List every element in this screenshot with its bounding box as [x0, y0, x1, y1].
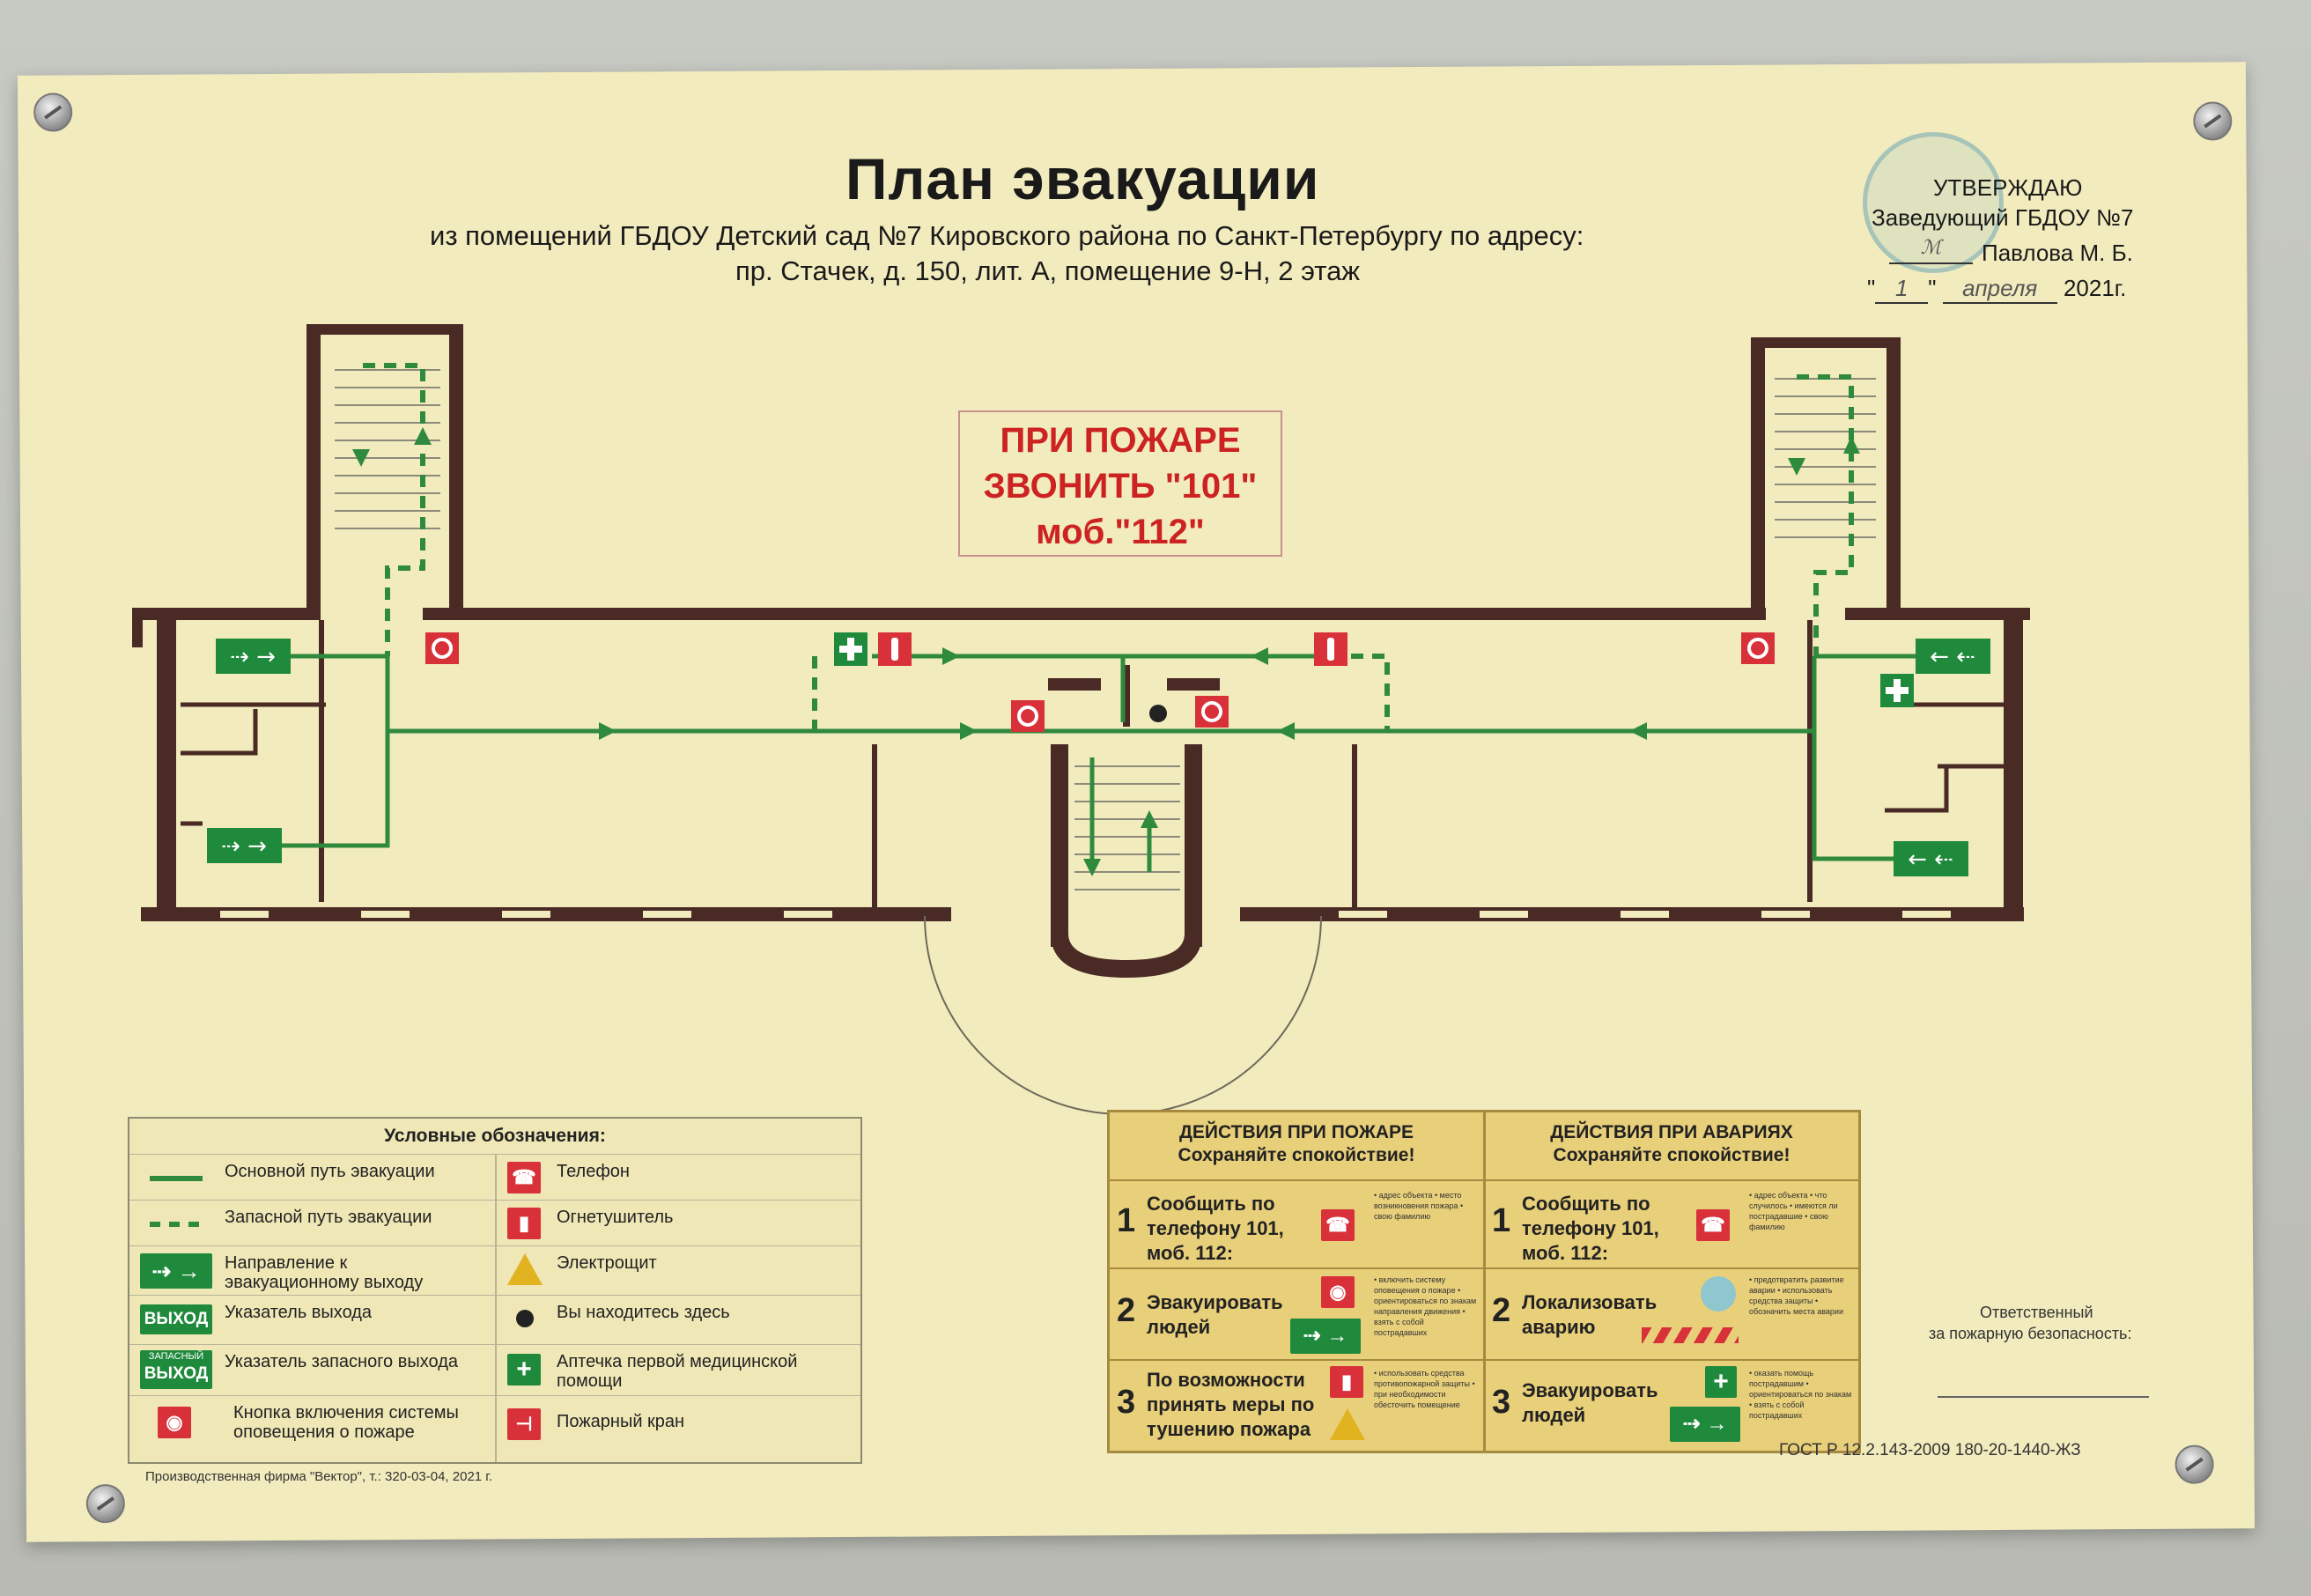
reserve-exit-sign-icon: ЗАПАСНЫЙ ВЫХОД [140, 1350, 212, 1389]
legend-label: Направление к эвакуационному выходу [225, 1253, 424, 1292]
actions-panel: ДЕЙСТВИЯ ПРИ ПОЖАРЕ Сохраняйте спокойств… [1107, 1110, 1861, 1453]
legend-item: ◉ Кнопка включения системы оповещения о … [129, 1395, 495, 1458]
phone-icon: ☎ [507, 1162, 541, 1193]
main-route-icon [137, 1162, 216, 1195]
legend-item: ⊣ Пожарный кран [497, 1395, 860, 1458]
legend-header: Условные обозначения: [384, 1126, 606, 1146]
exit-sign-icon: ВЫХОД [140, 1304, 212, 1334]
approval-date: "1" апреля 2021г. [1867, 275, 2126, 304]
legend-item: Вы находитесь здесь [497, 1295, 860, 1345]
accident-actions-header: ДЕЙСТВИЯ ПРИ АВАРИЯХ Сохраняйте спокойст… [1550, 1122, 1793, 1165]
fire-hydrant-icon: ⊣ [507, 1408, 541, 1440]
fire-step: 3 По возможности принять меры по тушению… [1110, 1359, 1483, 1452]
responsible-signature-line [1946, 1396, 2123, 1398]
fire-step: 1 Сообщить по телефону 101, моб. 112: ☎ … [1110, 1179, 1483, 1269]
exit-direction-icon: ⇢ → [1290, 1319, 1361, 1354]
you-are-here-icon [516, 1310, 534, 1327]
legend-label: Основной путь эвакуации [225, 1162, 435, 1181]
svg-text:⇢ →: ⇢ → [230, 644, 276, 670]
accident-actions: ДЕЙСТВИЯ ПРИ АВАРИЯХ Сохраняйте спокойст… [1485, 1112, 1858, 1451]
plan-subtitle: из помещений ГБДОУ Детский сад №7 Кировс… [430, 220, 1584, 251]
first-aid-icon [834, 632, 1914, 707]
gost-reference: ГОСТ Р 12.2.143-2009 180-20-1440-ЖЗ [1779, 1441, 2081, 1459]
you-are-here-icon [1149, 705, 1167, 722]
exit-direction-icon: ⇢ → [140, 1253, 212, 1289]
legend-label: Запасной путь эвакуации [225, 1208, 432, 1227]
approval-name: Павлова М. Б. [1982, 240, 2133, 266]
alarm-button-icon: ◉ [158, 1407, 191, 1438]
accident-step: 2 Локализовать аварию • предотвратить ра… [1485, 1267, 1858, 1361]
legend-label: Указатель выхода [225, 1303, 373, 1322]
legend-item: ВЫХОД Указатель запасного выхода Указате… [129, 1295, 495, 1341]
extinguisher-icon: ▮ [507, 1208, 541, 1239]
responsible-signature [1938, 1352, 2149, 1398]
fire-notice-line1: ПРИ ПОЖАРЕ [1000, 421, 1241, 460]
route-arrows [352, 427, 1860, 876]
fire-notice-line3: моб."112" [1036, 513, 1205, 551]
legend-label: Электрощит [557, 1253, 657, 1273]
legend-label: Вы находитесь здесь [557, 1303, 730, 1322]
responsible-subtitle: за пожарную безопасность: [1929, 1325, 2132, 1342]
fire-actions: ДЕЙСТВИЯ ПРИ ПОЖАРЕ Сохраняйте спокойств… [1110, 1112, 1486, 1451]
approval-heading: УТВЕРЖДАЮ [1933, 174, 2083, 201]
legend-label: Телефон [557, 1162, 630, 1181]
reserve-route-icon [137, 1208, 216, 1241]
electrical-panel-icon [1330, 1408, 1365, 1440]
hazard-stripes-icon [1642, 1327, 1739, 1343]
exit-sign-icon: ⇢ → ⇢ → ← ⇠ ← ⇠ [207, 639, 1990, 876]
phone-icon: ☎ [1321, 1209, 1355, 1241]
svg-text:← ⇠: ← ⇠ [1908, 846, 1953, 873]
fire-actions-header: ДЕЙСТВИЯ ПРИ ПОЖАРЕ Сохраняйте спокойств… [1178, 1122, 1415, 1165]
legend-item: Основной путь эвакуации [129, 1154, 495, 1201]
fire-notice-line2: ЗВОНИТЬ "101" [983, 467, 1258, 506]
protective-mask-icon [1701, 1276, 1736, 1312]
responsible-title: Ответственный [1980, 1304, 2093, 1321]
legend-item: + Аптечка первой медицинской помощи [497, 1344, 860, 1396]
stair-steps [335, 369, 1876, 890]
legend-item: ЗАПАСНЫЙ ВЫХОД Указатель запасного выход… [129, 1344, 495, 1391]
fire-call-notice: ПРИ ПОЖАРЕ ЗВОНИТЬ "101" моб."112" [958, 410, 1282, 557]
legend-label: Кнопка включения системы оповещения о по… [233, 1403, 459, 1442]
accident-step: 3 Эвакуировать людей + ⇢ → • оказать пом… [1485, 1359, 1858, 1452]
manufacturer-note: Производственная фирма "Вектор", т.: 320… [145, 1469, 493, 1484]
phone-icon: ☎ [1696, 1209, 1730, 1241]
alarm-button-icon: ◉ [1321, 1276, 1355, 1308]
legend-item: ▮ Огнетушитель [497, 1200, 860, 1246]
extinguisher-icon: ▮ [1330, 1366, 1363, 1398]
plan-title: План эвакуации [845, 146, 1320, 211]
svg-text:← ⇠: ← ⇠ [1930, 644, 1975, 670]
accident-step: 1 Сообщить по телефону 101, моб. 112: ☎ … [1485, 1179, 1858, 1269]
legend-item: Электрощит [497, 1245, 860, 1296]
walls [132, 324, 2030, 978]
legend-label: Аптечка первой медицинской помощи [557, 1352, 798, 1391]
legend-divider [495, 1154, 497, 1462]
stamp-icon [1863, 132, 2004, 273]
approval-position: Заведующий ГБДОУ №7 [1872, 204, 2134, 231]
legend-item: ⇢ → Направление к эвакуационному выходу [129, 1245, 495, 1292]
legend-label: Указатель запасного выхода [225, 1352, 458, 1371]
svg-text:⇢ →: ⇢ → [221, 833, 267, 860]
legend-label: Огнетушитель [557, 1208, 674, 1227]
windows [220, 911, 1951, 918]
plan-address: пр. Стачек, д. 150, лит. А, помещение 9-… [735, 255, 1361, 286]
room-outlines [181, 702, 2011, 826]
electrical-panel-icon [507, 1253, 543, 1285]
legend-item: Запасной путь эвакуации [129, 1200, 495, 1246]
first-aid-icon: + [507, 1354, 541, 1385]
reserve-evacuation-route [363, 363, 1854, 731]
exit-direction-icon: ⇢ → [1670, 1407, 1740, 1442]
alarm-button-icon [425, 632, 1775, 732]
entrance-arc [924, 915, 1322, 1115]
legend: Условные обозначения: Основной путь эвак… [128, 1117, 862, 1464]
approval-signature: ℳ [1889, 236, 1973, 264]
extinguisher-icon [878, 632, 1347, 666]
fire-step: 2 Эвакуировать людей ◉ ⇢ → • включить си… [1110, 1267, 1483, 1361]
legend-label: Пожарный кран [557, 1412, 685, 1431]
first-aid-icon: + [1705, 1366, 1737, 1398]
legend-item: ☎ Телефон [497, 1154, 860, 1201]
